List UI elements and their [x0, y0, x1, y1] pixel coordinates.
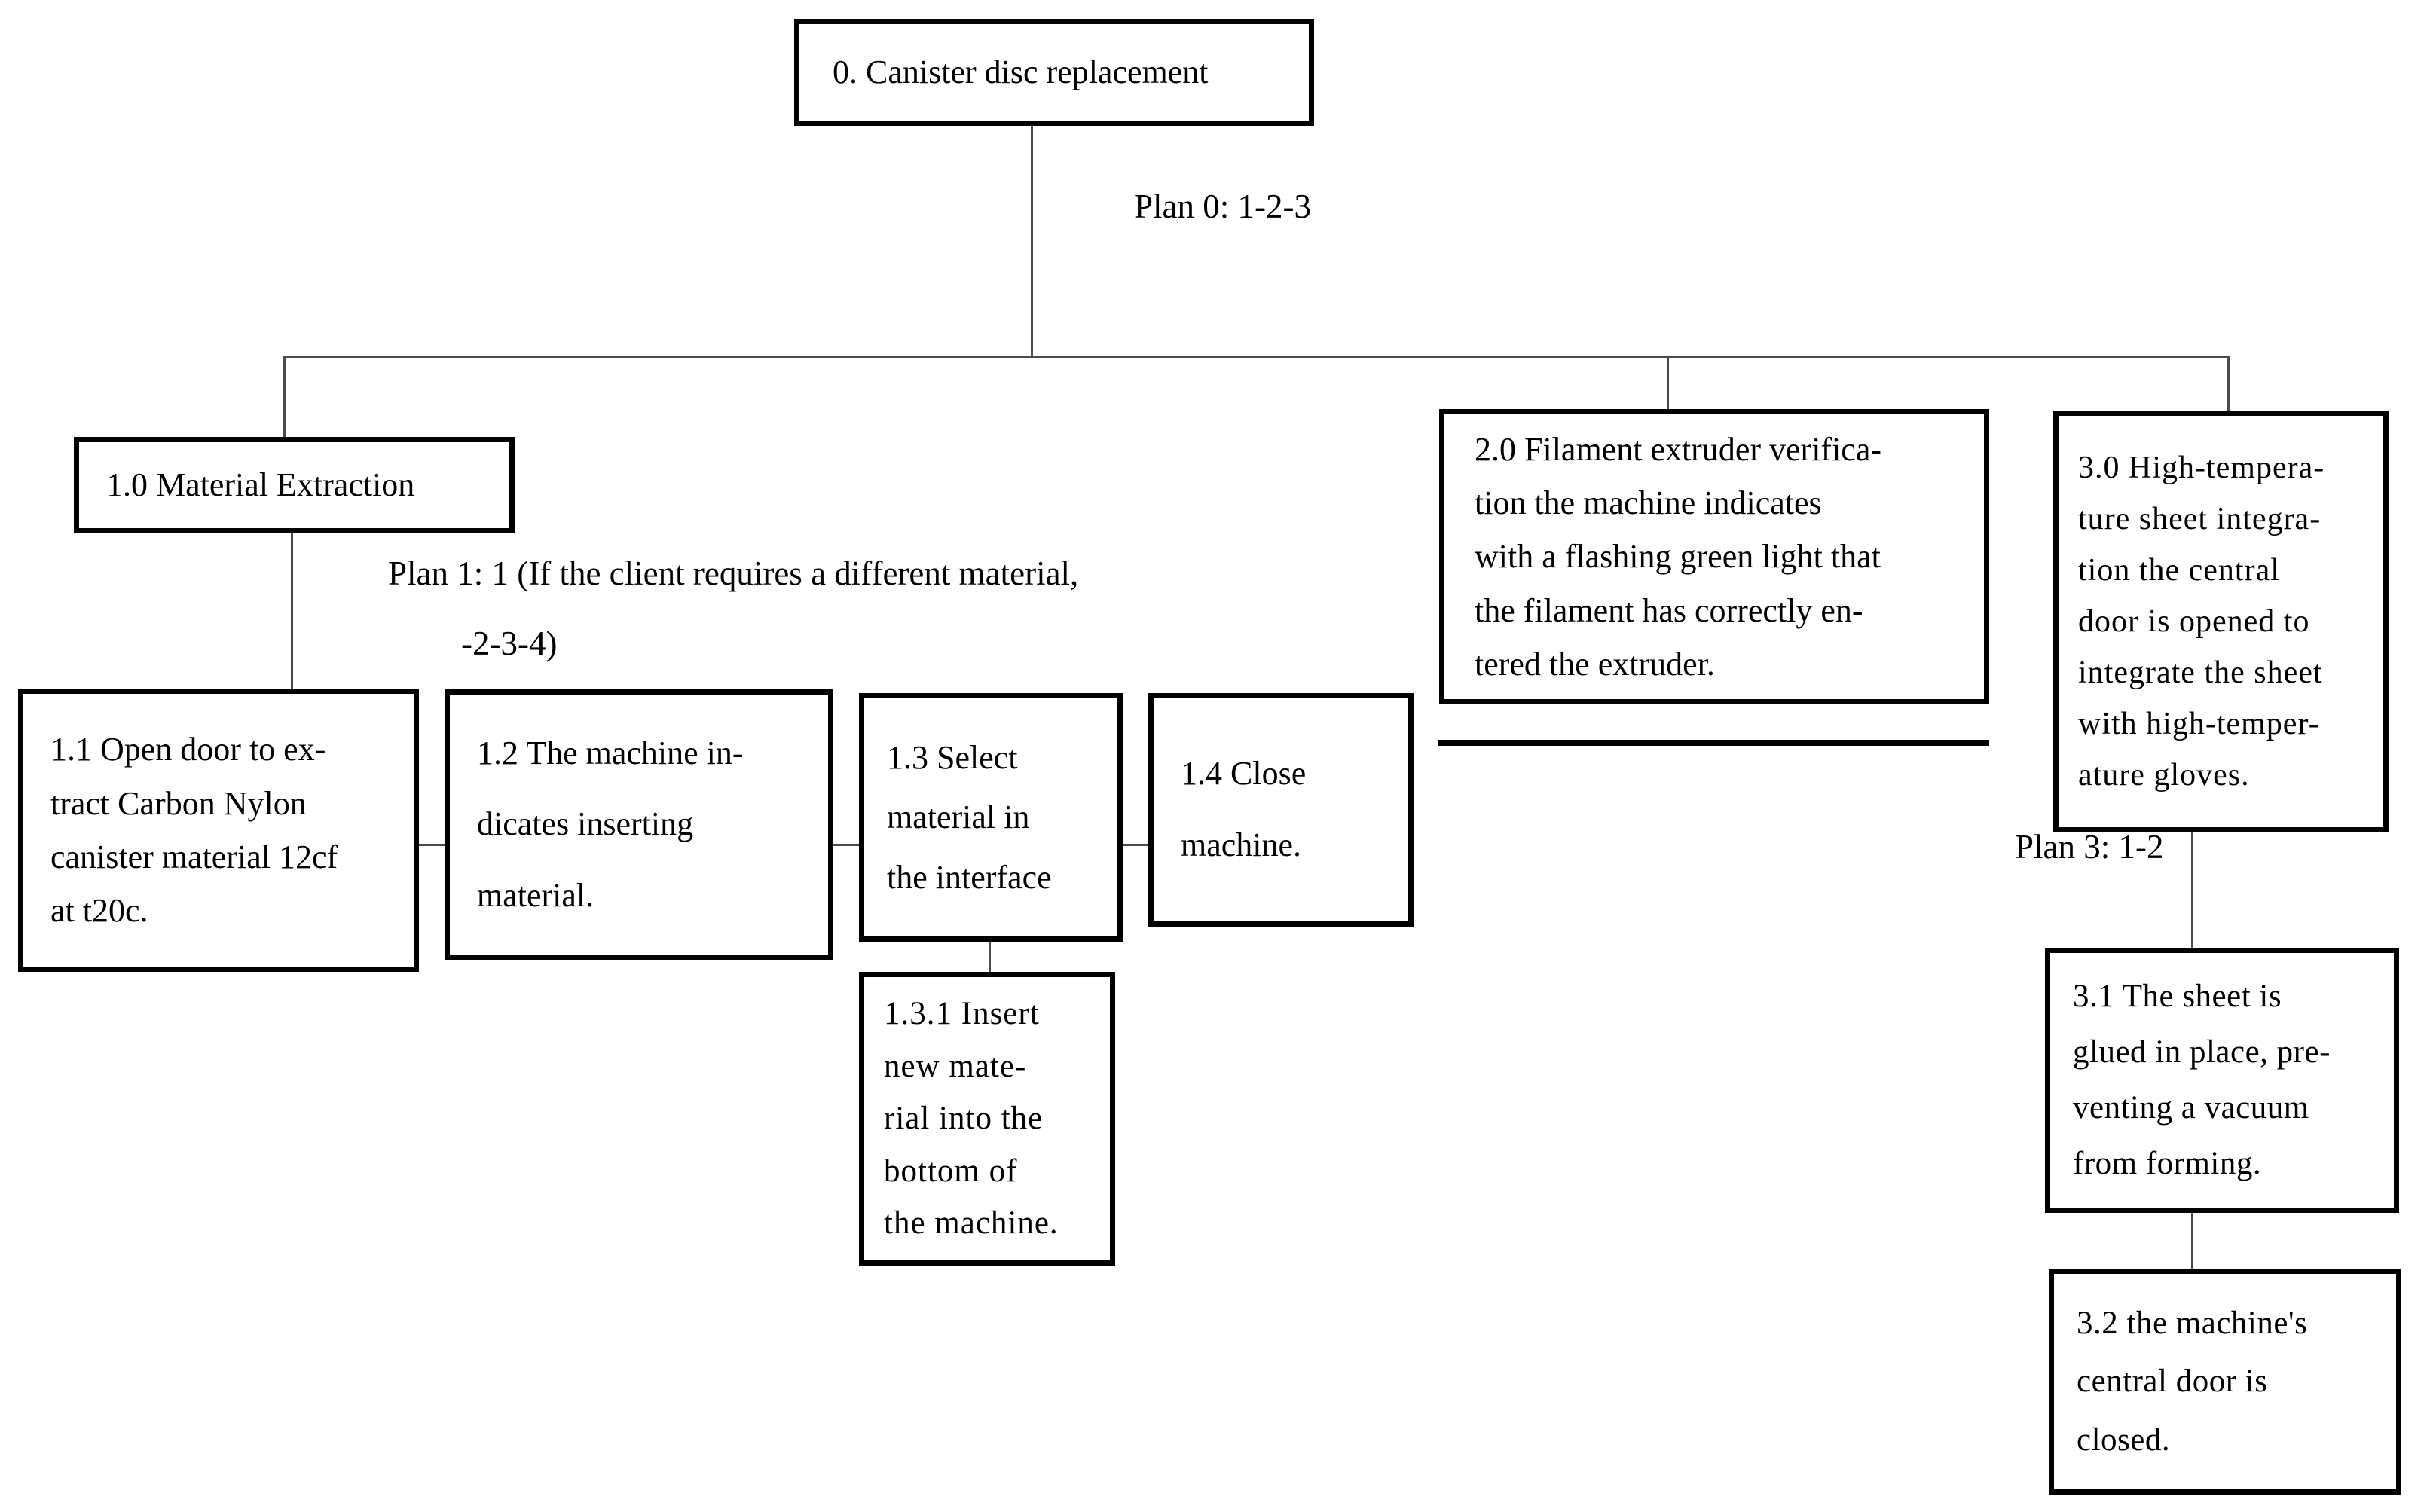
task-box-1-3-1-insert-new-material: 1.3.1 Insert new mate- rial into the bot…: [859, 972, 1115, 1266]
connector-1-1-to-1-2: [419, 844, 445, 846]
connector-box-3-1-stem: [2191, 1213, 2193, 1269]
connector-box-1-3-stem: [989, 942, 991, 972]
task-box-3-2-central-door-closed: 3.2 the machine's central door is closed…: [2049, 1269, 2401, 1495]
connector-box-1-0-stem: [291, 533, 293, 689]
task-box-1-3-text: 1.3 Select material in the interface: [887, 739, 1052, 896]
plan-3-label: Plan 3: 1-2: [2015, 828, 2164, 866]
connector-root-stem: [1031, 126, 1033, 356]
task-box-1-0-material-extraction: 1.0 Material Extraction: [74, 437, 515, 533]
plan-1-label-line2: -2-3-4): [461, 625, 558, 662]
connector-drop-to-box-1-0: [283, 356, 286, 437]
task-box-1-2-text: 1.2 The machine in- dicates inserting ma…: [477, 734, 744, 914]
task-box-1-2-machine-indicates: 1.2 The machine in- dicates inserting ma…: [445, 689, 833, 960]
connector-1-3-to-1-4: [1123, 844, 1148, 846]
task-box-1-1-text: 1.1 Open door to ex- tract Carbon Nylon …: [50, 731, 338, 930]
task-box-2-0-text: 2.0 Filament extruder verifica- tion the…: [1475, 430, 1882, 683]
task-box-0-text: 0. Canister disc replacement: [833, 53, 1209, 91]
task-box-1-3-1-text: 1.3.1 Insert new mate- rial into the bot…: [884, 995, 1059, 1242]
task-box-0-canister-disc-replacement: 0. Canister disc replacement: [794, 19, 1314, 126]
task-box-3-1-sheet-glued: 3.1 The sheet is glued in place, pre- ve…: [2045, 948, 2399, 1213]
connector-drop-to-box-3-0: [2227, 356, 2230, 411]
task-box-3-2-text: 3.2 the machine's central door is closed…: [2077, 1305, 2308, 1458]
task-box-2-0-filament-extruder-verification: 2.0 Filament extruder verifica- tion the…: [1439, 409, 1989, 704]
task-box-1-3-select-material: 1.3 Select material in the interface: [859, 693, 1123, 942]
task-box-3-0-text: 3.0 High-tempera- ture sheet integra- ti…: [2078, 450, 2325, 793]
plan-1-label-line1: Plan 1: 1 (If the client requires a diff…: [388, 554, 1079, 592]
task-box-1-0-text: 1.0 Material Extraction: [106, 466, 415, 504]
connector-drop-to-box-2-0: [1667, 356, 1669, 409]
task-box-3-1-text: 3.1 The sheet is glued in place, pre- ve…: [2073, 979, 2331, 1181]
task-box-3-0-high-temperature-sheet-integration: 3.0 High-tempera- ture sheet integra- ti…: [2053, 411, 2389, 832]
task-box-1-4-text: 1.4 Close machine.: [1181, 755, 1307, 863]
connector-1-2-to-1-3: [833, 844, 859, 846]
plan-0-label: Plan 0: 1-2-3: [1134, 188, 1311, 225]
task-box-1-1-open-door: 1.1 Open door to ex- tract Carbon Nylon …: [18, 689, 419, 972]
connector-branch-bar: [283, 356, 2230, 358]
connector-box-3-0-stem: [2191, 832, 2193, 948]
horizontal-rule-under-box-2-0: [1438, 740, 1989, 746]
task-box-1-4-close-machine: 1.4 Close machine.: [1148, 693, 1414, 927]
